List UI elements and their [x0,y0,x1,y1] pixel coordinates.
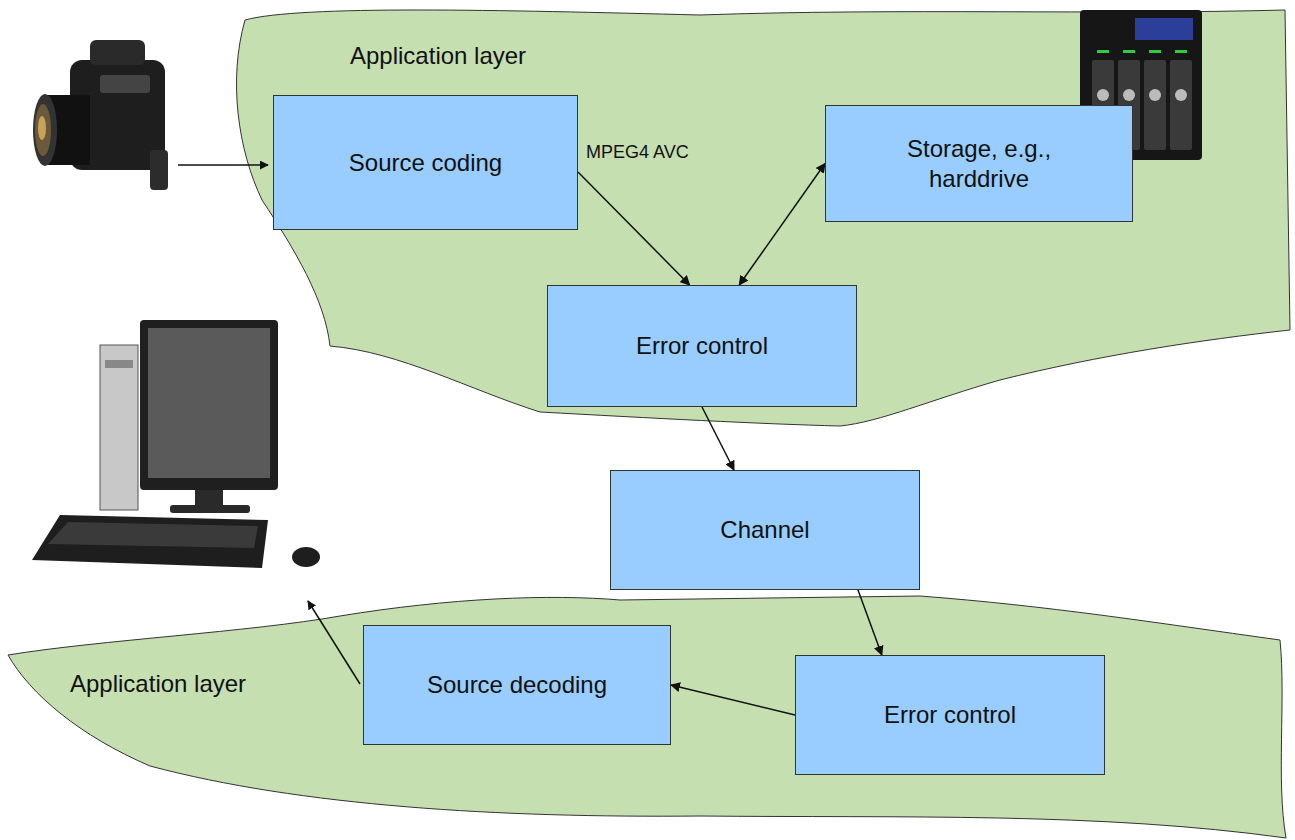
box-text-group: Storage, e.g., harddrive [879,134,1079,194]
box-text-group: Error control [636,331,768,361]
layer-region: Application layerSource coding Storage, e… [228,0,1295,440]
process-box: Error control [547,285,857,407]
region-title: Application layer [350,42,526,70]
input-arrow [178,164,268,166]
box-label: Storage, e.g., harddrive [879,134,1079,194]
box-label: Error control [884,700,1016,730]
layer-region: Application layer Source decodingError co… [0,560,1295,840]
box-label: Channel [720,515,809,545]
box-label: Error control [636,331,768,361]
channel-box: Channel [610,470,920,590]
pc-illustration [32,320,320,568]
region-title: Application layer [70,670,246,698]
box-label: Source decoding [427,670,607,700]
process-box: Error control [795,655,1105,775]
edge-label: MPEG4 AVC [586,142,689,163]
box-label: Source coding [349,148,502,178]
process-box: Source coding [273,95,578,230]
box-text-group: Channel [720,515,809,545]
box-text-group: Source decoding [427,670,607,700]
box-text-group: Error control [884,700,1016,730]
camera-illustration [33,40,168,190]
box-text-group: Source coding [349,148,502,178]
process-box: Storage, e.g., harddrive [825,105,1133,222]
process-box: Source decoding [363,625,671,745]
